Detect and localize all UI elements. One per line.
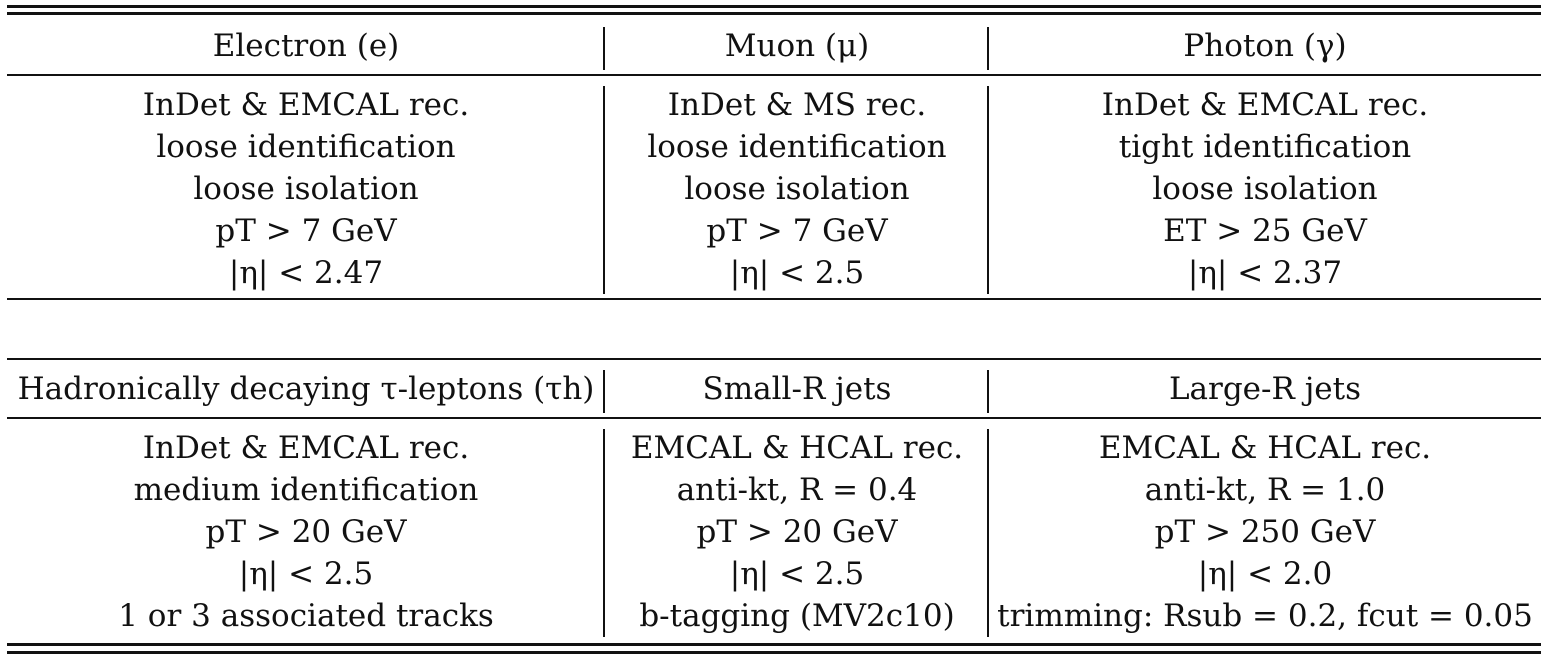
table-cell: EMCAL & HCAL rec. xyxy=(1098,430,1432,466)
header-large-r-jets: Large-R jets xyxy=(1168,371,1362,407)
table-cell: |η| < 2.0 xyxy=(1197,556,1333,592)
electron-column: InDet & EMCAL rec. loose identification … xyxy=(7,84,605,294)
table-cell: medium identification xyxy=(133,472,479,508)
table-cell: pT > 7 GeV xyxy=(706,213,888,249)
table-cell: pT > 20 GeV xyxy=(696,514,898,550)
table-cell: |η| < 2.5 xyxy=(729,556,865,592)
top-header-separator-1 xyxy=(603,27,605,70)
table-cell: InDet & EMCAL rec. xyxy=(142,430,470,466)
table-cell: InDet & EMCAL rec. xyxy=(142,87,470,123)
table-cell: loose isolation xyxy=(1152,171,1378,207)
table-cell: |η| < 2.37 xyxy=(1187,255,1343,291)
table-cell: tight identification xyxy=(1118,129,1412,165)
table-cell: EMCAL & HCAL rec. xyxy=(630,430,964,466)
table-cell: pT > 250 GeV xyxy=(1154,514,1376,550)
bottom-header-separator-2 xyxy=(987,370,989,413)
header-electron: Electron (e) xyxy=(212,28,400,64)
table-cell: loose identification xyxy=(647,129,947,165)
bottom-header-separator-1 xyxy=(603,370,605,413)
large-r-jets-column: EMCAL & HCAL rec. anti-kt, R = 1.0 pT > … xyxy=(989,427,1541,637)
table-cell: 1 or 3 associated tracks xyxy=(118,598,494,634)
header-tau-leptons: Hadronically decaying τ-leptons (τh) xyxy=(17,371,595,407)
table-cell: anti-kt, R = 1.0 xyxy=(1144,472,1386,508)
bottom-table-header-rule xyxy=(7,417,1541,419)
bottom-body-separator-1 xyxy=(603,429,605,637)
photon-column: InDet & EMCAL rec. tight identification … xyxy=(989,84,1541,294)
tau-column: InDet & EMCAL rec. medium identification… xyxy=(7,427,605,637)
small-r-jets-column: EMCAL & HCAL rec. anti-kt, R = 0.4 pT > … xyxy=(605,427,989,637)
table-cell: ET > 25 GeV xyxy=(1163,213,1367,249)
header-photon: Photon (γ) xyxy=(1183,28,1347,64)
table-cell: anti-kt, R = 0.4 xyxy=(676,472,918,508)
bottom-table-bottom-rule-1 xyxy=(7,643,1541,646)
top-body-separator-1 xyxy=(603,86,605,294)
table-cell: pT > 20 GeV xyxy=(205,514,407,550)
table-cell: |η| < 2.5 xyxy=(238,556,374,592)
table-cell: loose identification xyxy=(156,129,456,165)
table-cell: trimming: Rsub = 0.2, fcut = 0.05 xyxy=(997,598,1533,634)
top-body-separator-2 xyxy=(987,86,989,294)
top-table-bottom-rule xyxy=(7,298,1541,300)
top-table-top-rule-2 xyxy=(7,12,1541,15)
top-header-separator-2 xyxy=(987,27,989,70)
muon-column: InDet & MS rec. loose identification loo… xyxy=(605,84,989,294)
table-cell: |η| < 2.5 xyxy=(729,255,865,291)
bottom-table-bottom-rule-2 xyxy=(7,651,1541,654)
bottom-body-separator-2 xyxy=(987,429,989,637)
table-cell: InDet & MS rec. xyxy=(667,87,927,123)
top-table-header-rule xyxy=(7,74,1541,76)
table-cell: loose isolation xyxy=(684,171,910,207)
table-cell: loose isolation xyxy=(193,171,419,207)
table-cell: b-tagging (MV2c10) xyxy=(639,598,955,634)
header-small-r-jets: Small-R jets xyxy=(702,371,892,407)
bottom-table-top-rule xyxy=(7,358,1541,360)
table-cell: pT > 7 GeV xyxy=(215,213,397,249)
table-cell: InDet & EMCAL rec. xyxy=(1101,87,1429,123)
top-table-top-rule-1 xyxy=(7,5,1541,8)
table-cell: |η| < 2.47 xyxy=(228,255,384,291)
header-muon: Muon (μ) xyxy=(724,28,870,64)
